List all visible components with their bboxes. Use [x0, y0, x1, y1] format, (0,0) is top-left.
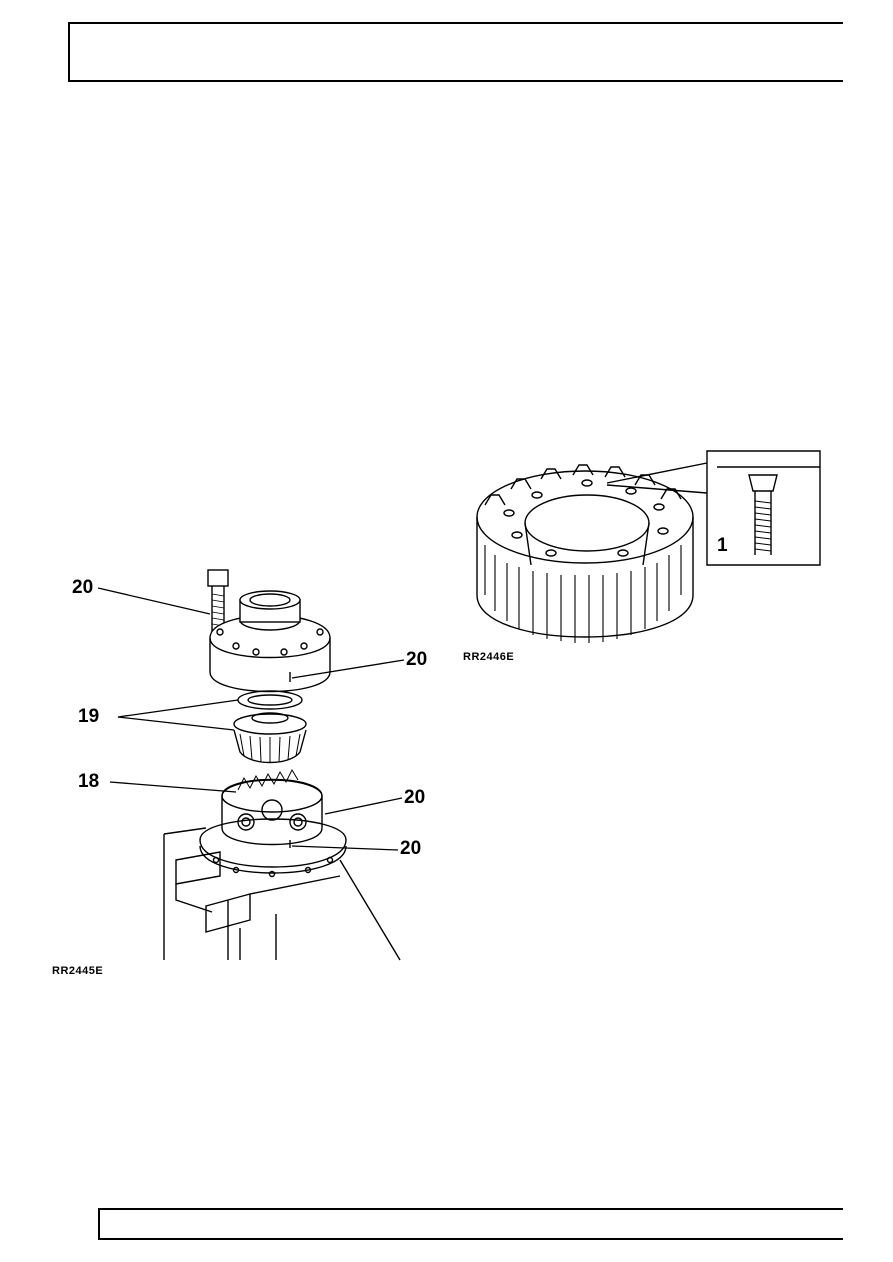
callout-19-gear-washer: 19: [78, 706, 100, 727]
figure-crown-wheel: 1 RR2446E: [455, 445, 835, 670]
callout-20-bolt: 20: [72, 577, 94, 598]
figure-code-right: RR2446E: [463, 651, 515, 663]
differential-illustration: [97, 569, 405, 961]
crown-wheel-illustration: [476, 450, 821, 643]
callout-20-flange: 20: [404, 787, 426, 808]
figure-code-left: RR2445E: [52, 965, 104, 977]
callout-20-case-mark: 20: [406, 649, 428, 670]
callout-20-lower-mark: 20: [400, 838, 422, 859]
page-header-frame: [68, 22, 843, 82]
callout-18-differential-gears: 18: [78, 771, 100, 792]
callout-1-screw: 1: [717, 535, 728, 556]
figure-differential-assembly: 20 20 19 18 20 20 RR2445E: [40, 560, 450, 980]
page-footer-frame: [98, 1208, 843, 1240]
